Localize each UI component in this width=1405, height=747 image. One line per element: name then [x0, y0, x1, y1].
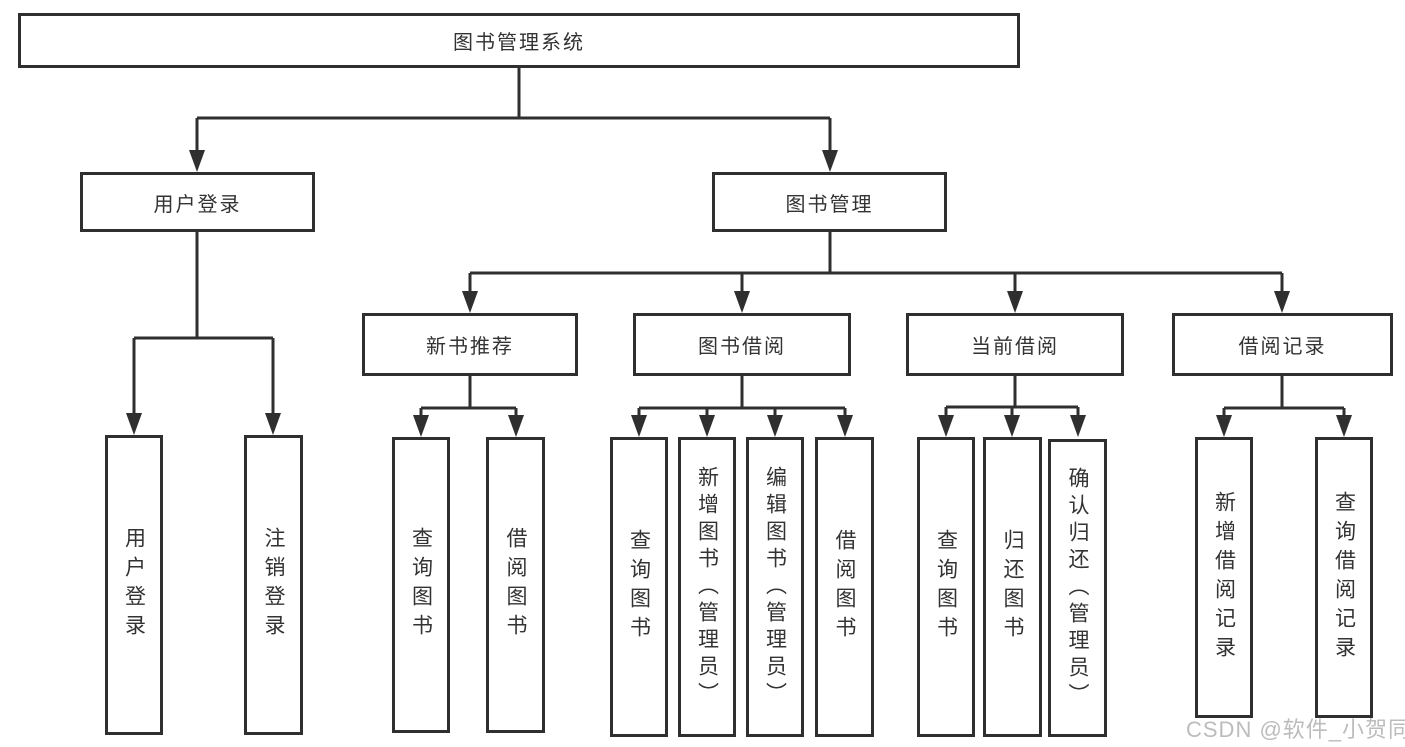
- leaf-label: 编辑图书（管理员）: [763, 465, 787, 709]
- leaf-label: 借阅图书: [833, 529, 856, 645]
- leaf-label: 查询图书: [934, 529, 958, 645]
- leaf-user-login: 用户登录: [105, 435, 163, 735]
- leaf-borrow-books: 借阅图书: [815, 437, 874, 737]
- leaf-add-borrow-record: 新增借阅记录: [1195, 437, 1253, 718]
- node-label: 用户登录: [153, 193, 242, 216]
- leaf-label: 新增图书（管理员）: [695, 465, 719, 709]
- leaf-label: 查询图书: [409, 527, 433, 643]
- leaf-return-books: 归还图书: [983, 437, 1042, 737]
- leaf-label: 查询借阅记录: [1332, 490, 1356, 665]
- node-label: 新书推荐: [426, 336, 514, 358]
- node-label: 当前借阅: [971, 336, 1059, 358]
- node-new-book-recommend: 新书推荐: [362, 313, 578, 376]
- leaf-label: 新增借阅记录: [1212, 490, 1236, 665]
- node-borrow-records: 借阅记录: [1172, 313, 1393, 376]
- leaf-confirm-return-admin: 确认归还（管理员）: [1048, 439, 1107, 737]
- node-label: 借阅记录: [1238, 336, 1327, 358]
- node-label: 图书管理系统: [453, 32, 585, 54]
- leaf-label: 注销登录: [262, 527, 285, 643]
- leaf-add-books-admin: 新增图书（管理员）: [678, 437, 736, 737]
- leaf-label: 用户登录: [122, 527, 146, 643]
- node-book-management: 图书管理: [712, 172, 947, 232]
- node-label: 图书借阅: [698, 336, 786, 358]
- node-current-borrow: 当前借阅: [906, 313, 1124, 376]
- leaf-borrow-books-recommend: 借阅图书: [486, 437, 545, 733]
- watermark: CSDN @软件_小贺同学: [1186, 717, 1405, 742]
- node-library-management-system: 图书管理系统: [18, 13, 1020, 68]
- leaf-label: 归还图书: [1001, 529, 1024, 645]
- leaf-query-borrow-record: 查询借阅记录: [1315, 437, 1373, 718]
- node-book-borrow: 图书借阅: [633, 313, 851, 376]
- leaf-label: 确认归还（管理员）: [1066, 466, 1089, 710]
- leaf-query-books-recommend: 查询图书: [392, 437, 450, 733]
- leaf-logout: 注销登录: [244, 435, 303, 735]
- leaf-query-books-current: 查询图书: [917, 437, 975, 737]
- leaf-label: 查询图书: [627, 529, 651, 645]
- leaf-label: 借阅图书: [504, 527, 527, 643]
- node-label: 图书管理: [785, 193, 874, 216]
- leaf-edit-books-admin: 编辑图书（管理员）: [746, 437, 804, 737]
- leaf-query-books-borrow: 查询图书: [610, 437, 668, 737]
- node-user-login: 用户登录: [80, 172, 315, 232]
